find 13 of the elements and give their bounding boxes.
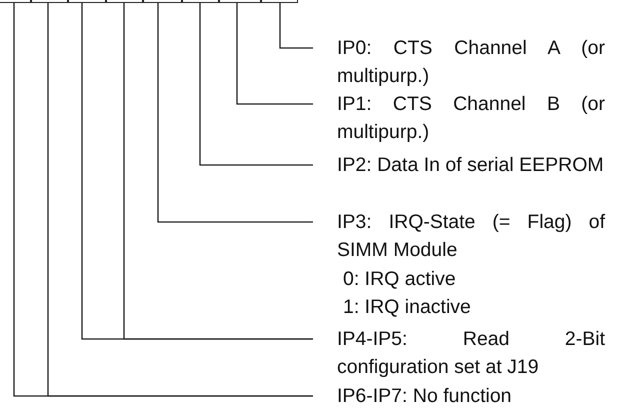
leader-line: [81, 3, 313, 340]
state-note: 1: IRQ inactive: [342, 295, 472, 320]
bit-description: IP0: CTS Channel A (or multipurp.): [337, 36, 605, 90]
bit-description: IP4-IP5: Read 2-Bit configuration set at J19: [337, 326, 605, 380]
state-note: 0: IRQ active: [342, 266, 457, 292]
leader-line: [199, 3, 313, 166]
leader-line: [279, 3, 313, 49]
bit-description: IP3: IRQ-State (= Flag) of SIMM Module: [337, 210, 605, 264]
bit-description: IP1: CTS Channel B (or multipurp.): [337, 92, 605, 146]
leader-line: [236, 3, 313, 105]
leader-line: [157, 3, 313, 223]
bit-description: IP6-IP7: No function: [337, 384, 513, 409]
bit-description: IP2: Data In of serial EEPROM: [337, 152, 605, 178]
